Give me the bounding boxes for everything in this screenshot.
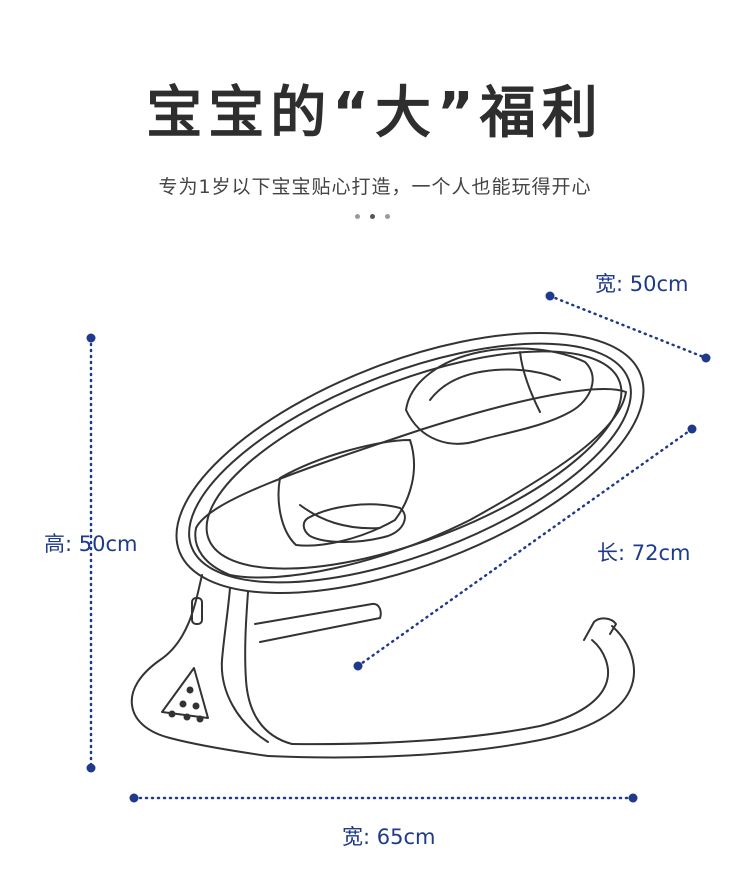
front-leg bbox=[130, 574, 269, 757]
length-label: 长: 72cm bbox=[597, 541, 691, 565]
outer-rim bbox=[175, 331, 645, 595]
pagination-dots bbox=[355, 214, 395, 222]
page-title: 宝宝的“大”福利 bbox=[146, 81, 604, 146]
dot bbox=[385, 214, 390, 219]
width-top-label: 宽: 50cm bbox=[595, 272, 689, 296]
dot bbox=[355, 214, 360, 219]
control-buttons bbox=[168, 686, 204, 723]
height-label: 高: 50cm bbox=[44, 532, 138, 556]
dimension-lines bbox=[89, 294, 708, 800]
base-runner bbox=[267, 625, 635, 759]
rear-arm bbox=[244, 591, 293, 745]
headrest-seam bbox=[429, 368, 561, 401]
dot bbox=[370, 214, 375, 219]
inner-rim bbox=[205, 350, 623, 570]
headrest bbox=[405, 347, 594, 445]
headrest-seam-2 bbox=[519, 351, 541, 413]
support-bar bbox=[254, 602, 382, 643]
baby-rocker-illustration bbox=[130, 331, 645, 759]
harness-buckle bbox=[302, 503, 406, 543]
dimension-endpoints bbox=[86, 291, 711, 803]
seat-fabric bbox=[194, 388, 627, 579]
seat-body bbox=[277, 439, 416, 547]
mid-rim bbox=[188, 342, 632, 584]
side-knob bbox=[191, 597, 203, 625]
width-bottom-label: 宽: 65cm bbox=[342, 825, 436, 849]
page-subtitle: 专为1岁以下宝宝贴心打造，一个人也能玩得开心 bbox=[158, 176, 592, 198]
harness-strap bbox=[299, 504, 381, 530]
width-top-line bbox=[548, 294, 708, 360]
front-leg-inner bbox=[220, 587, 269, 743]
control-panel bbox=[161, 667, 209, 719]
runner-end-cap bbox=[583, 617, 617, 641]
length-line bbox=[356, 427, 694, 668]
base-runner-inner bbox=[291, 639, 610, 746]
